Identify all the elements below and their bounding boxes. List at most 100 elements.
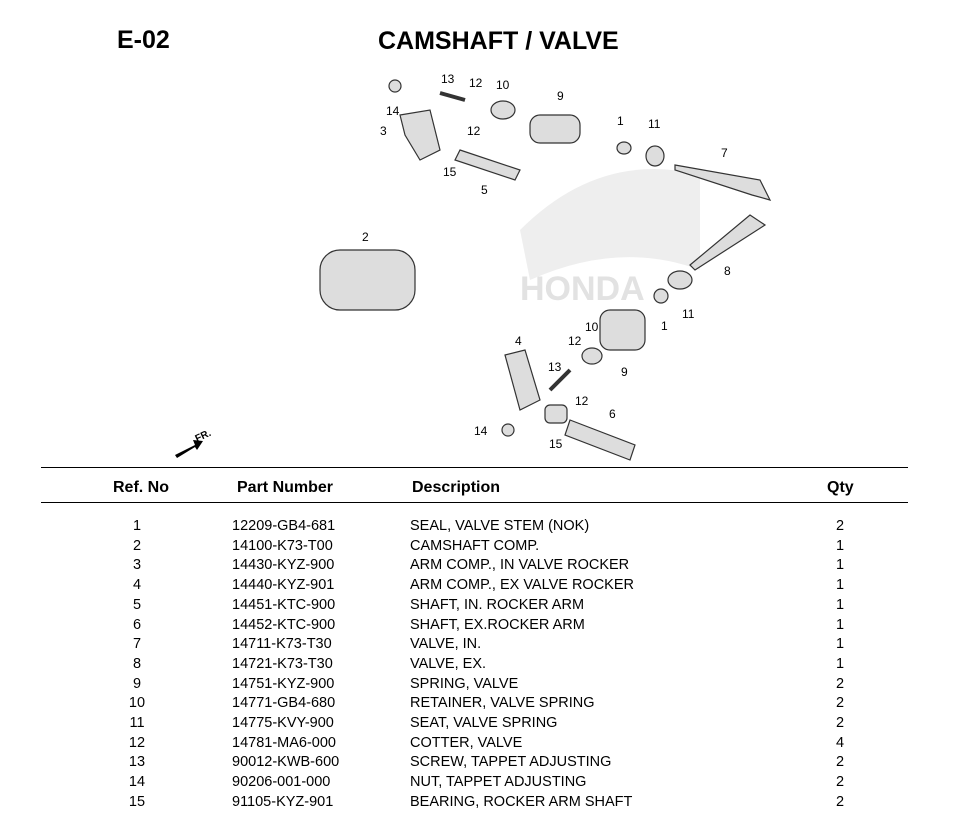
part-number: 14440-KYZ-901 bbox=[232, 577, 335, 594]
callout: 11 bbox=[648, 117, 661, 131]
table-row: 14 90206-001-000 NUT, TAPPET ADJUSTING 2 bbox=[0, 774, 967, 794]
header-ref: Ref. No bbox=[113, 479, 169, 496]
rocker-arm-ex bbox=[504, 349, 541, 411]
shaft-part-ex bbox=[564, 419, 636, 461]
table-row: 15 91105-KYZ-901 BEARING, ROCKER ARM SHAFT… bbox=[0, 794, 967, 814]
callout: 12 bbox=[469, 76, 483, 90]
part-number: 14451-KTC-900 bbox=[232, 596, 336, 613]
quantity: 1 bbox=[836, 596, 845, 613]
table-row: 4 14440-KYZ-901 ARM COMP., EX VALVE ROCKER… bbox=[0, 577, 967, 597]
part-number: 14430-KYZ-900 bbox=[232, 557, 335, 574]
part-number: 14711-K73-T30 bbox=[232, 636, 332, 653]
ref-number: 5 bbox=[132, 596, 142, 613]
shaft-part bbox=[454, 149, 521, 181]
quantity: 1 bbox=[836, 655, 845, 672]
ref-number: 7 bbox=[132, 636, 142, 653]
quantity: 2 bbox=[836, 695, 845, 712]
header-qty: Qty bbox=[827, 479, 854, 496]
callout: 4 bbox=[515, 334, 522, 348]
callout: 3 bbox=[380, 124, 387, 138]
part-number: 14775-KVY-900 bbox=[232, 715, 334, 731]
spring-part bbox=[529, 114, 581, 144]
quantity: 1 bbox=[836, 577, 845, 594]
callout: 6 bbox=[609, 407, 616, 421]
part-number: 14721-K73-T30 bbox=[232, 655, 333, 672]
description: VALVE, EX. bbox=[410, 655, 487, 672]
nut-part bbox=[388, 79, 402, 93]
ref-number: 8 bbox=[132, 655, 142, 672]
quantity: 1 bbox=[836, 636, 845, 653]
callout: 15 bbox=[443, 165, 457, 179]
ref-number: 12 bbox=[128, 734, 146, 751]
rocker-arm-in bbox=[399, 109, 441, 161]
callout: 14 bbox=[474, 424, 488, 438]
callouts: 13 12 10 9 1 11 14 3 12 15 5 7 2 8 1 11 … bbox=[362, 72, 731, 451]
callout: 13 bbox=[441, 72, 455, 86]
description: CAMSHAFT COMP. bbox=[410, 537, 540, 554]
part-number: 14781-MA6-000 bbox=[232, 734, 336, 751]
callout: 2 bbox=[362, 230, 369, 244]
quantity: 1 bbox=[836, 557, 845, 574]
description: COTTER, VALVE bbox=[410, 734, 523, 751]
part-number: 12209-GB4-681 bbox=[232, 518, 336, 534]
ref-number: 3 bbox=[132, 557, 142, 574]
quantity: 2 bbox=[836, 793, 845, 810]
description: SEAL, VALVE STEM (NOK) bbox=[410, 518, 590, 534]
description: SCREW, TAPPET ADJUSTING bbox=[410, 754, 612, 771]
ref-number: 6 bbox=[132, 616, 142, 633]
part-number: 90206-001-000 bbox=[232, 774, 331, 791]
callout: 13 bbox=[548, 360, 562, 374]
description: SPRING, VALVE bbox=[410, 675, 519, 692]
honda-wing-watermark bbox=[520, 169, 700, 280]
callout: 11 bbox=[682, 307, 695, 321]
callout: 8 bbox=[724, 264, 731, 278]
front-label: FR. bbox=[194, 428, 213, 445]
description: SHAFT, EX.ROCKER ARM bbox=[410, 616, 585, 633]
description: SEAT, VALVE SPRING bbox=[410, 715, 558, 731]
callout: 9 bbox=[621, 365, 628, 379]
table-row: 6 14452-KTC-900 SHAFT, EX.ROCKER ARM 1 bbox=[0, 617, 967, 637]
ref-number: 15 bbox=[128, 793, 146, 810]
part-number: 14100-K73-T00 bbox=[232, 537, 333, 554]
callout: 1 bbox=[661, 319, 668, 333]
description: BEARING, ROCKER ARM SHAFT bbox=[410, 793, 633, 810]
description: ARM COMP., EX VALVE ROCKER bbox=[410, 577, 634, 594]
quantity: 1 bbox=[836, 616, 845, 633]
part-number: 90012-KWB-600 bbox=[232, 754, 340, 771]
section-code: E-02 bbox=[117, 26, 170, 54]
quantity: 2 bbox=[836, 774, 845, 791]
ref-number: 2 bbox=[132, 537, 142, 554]
part-number: 14751-KYZ-900 bbox=[232, 675, 335, 692]
callout: 12 bbox=[467, 124, 481, 138]
table-row: 8 14721-K73-T30 VALVE, EX. 1 bbox=[0, 656, 967, 676]
quantity: 4 bbox=[836, 734, 845, 751]
quantity: 1 bbox=[836, 537, 845, 554]
part-number: 91105-KYZ-901 bbox=[232, 793, 334, 810]
ref-number: 14 bbox=[128, 774, 146, 791]
valve-ex bbox=[689, 214, 767, 271]
table-row: 12 14781-MA6-000 COTTER, VALVE 4 bbox=[0, 735, 967, 755]
header-divider bbox=[41, 502, 908, 503]
camshaft-part bbox=[319, 249, 416, 311]
callout: 12 bbox=[575, 394, 589, 408]
ref-number: 13 bbox=[128, 754, 146, 771]
front-arrow-icon bbox=[175, 440, 203, 458]
exploded-parts-diagram: HONDA FR. 13 12 10 9 1 11 14 3 12 15 5 7… bbox=[175, 72, 772, 461]
top-divider bbox=[41, 467, 908, 468]
quantity: 2 bbox=[836, 715, 845, 731]
callout: 9 bbox=[557, 89, 564, 103]
callout: 1 bbox=[617, 114, 624, 128]
description: NUT, TAPPET ADJUSTING bbox=[410, 774, 587, 791]
part-number: 14452-KTC-900 bbox=[232, 616, 336, 633]
valve-in bbox=[674, 164, 772, 201]
quantity: 2 bbox=[836, 754, 845, 771]
ref-number: 4 bbox=[132, 577, 142, 594]
